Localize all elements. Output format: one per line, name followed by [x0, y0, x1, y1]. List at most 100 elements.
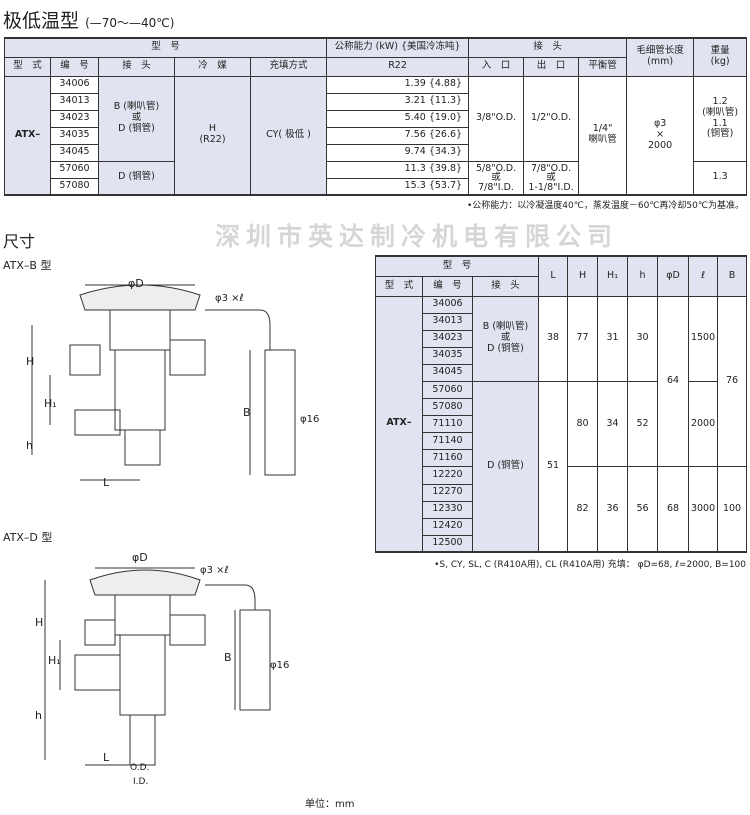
- table-cell: 34023: [50, 109, 99, 128]
- table-cell: 冷 媒: [174, 56, 251, 77]
- table-cell: ℓ: [688, 255, 719, 297]
- od-label: O.D.: [130, 763, 150, 773]
- table-cell: 34045: [422, 363, 473, 382]
- table-cell: B: [717, 255, 748, 297]
- table-cell: 充填方式: [249, 56, 328, 77]
- b-dim-label-d: B: [224, 651, 232, 664]
- page-title: 极低温型 (—70～—40℃): [3, 6, 174, 33]
- table-cell: 12270: [422, 483, 473, 502]
- table-cell: D (铜管): [98, 160, 175, 196]
- table-cell: 71110: [422, 415, 473, 434]
- table-cell: 56: [627, 466, 659, 553]
- table-cell: 12220: [422, 466, 473, 485]
- table-cell: 34013: [422, 312, 473, 331]
- fill-note: •S, CY, SL, C (R410A用), CL (R410A用) 充填： …: [434, 560, 746, 570]
- id-label: I.D.: [133, 777, 149, 787]
- capillary-label-d: φ3 ×ℓ: [200, 565, 229, 576]
- phi-d-label-d: φD: [132, 551, 148, 564]
- atx-b-label: ATX–B 型: [3, 259, 52, 272]
- table-cell: 34023: [422, 329, 473, 348]
- h1-dim-label: H₁: [44, 397, 57, 410]
- table-cell: φ3×2000: [626, 75, 695, 196]
- table-cell: 57060: [422, 380, 473, 400]
- table-cell: 57060: [50, 160, 99, 179]
- table-cell: 51: [538, 380, 569, 553]
- cell-text: B (喇叭管): [113, 101, 160, 113]
- atx-d-label: ATX–D 型: [3, 531, 53, 544]
- capillary-label: φ3 ×ℓ: [215, 293, 244, 304]
- table-cell: 80: [567, 380, 599, 468]
- table-cell: H₁: [597, 255, 629, 297]
- table-cell: 71140: [422, 432, 473, 451]
- cell-text: 2000: [648, 139, 673, 151]
- table-cell: 30: [627, 295, 659, 382]
- cell-text: H: [208, 123, 217, 135]
- table-cell: 77: [567, 295, 599, 382]
- b-dim-label: B: [243, 406, 251, 419]
- table-cell: 34: [597, 380, 629, 468]
- table-cell: ATX–: [4, 75, 51, 196]
- table-cell: 9.74 {34.3}: [326, 143, 470, 162]
- table-cell: 34035: [422, 346, 473, 365]
- table-cell: 64: [657, 295, 690, 468]
- table-cell: 型 号: [3, 37, 328, 58]
- cell-text: (kg): [710, 56, 730, 68]
- cell-text: ×: [656, 128, 665, 140]
- h-dim-label: H: [26, 355, 35, 368]
- cell-text: (喇叭管): [702, 106, 739, 118]
- table-cell: 接 头: [471, 275, 540, 297]
- table-cell: 34006: [422, 295, 473, 314]
- capacity-note: •公称能力：以冷凝温度40℃，蒸发温度－60℃再冷却50℃为基准。: [467, 201, 744, 211]
- table-cell: 编 号: [422, 275, 473, 297]
- low-temp-spec-table: 型 号公称能力 (kW) {美国冷冻吨}接 头毛细管长度(mm)重量(kg) 型…: [3, 37, 748, 196]
- cell-text: 重量: [710, 45, 730, 57]
- table-cell: 82: [567, 466, 599, 553]
- phi16-label-d: φ16: [270, 660, 290, 671]
- table-cell: 100: [717, 466, 748, 553]
- cell-text: 极低温型: [3, 10, 80, 32]
- cell-text: 或: [546, 172, 556, 183]
- table-cell: 34013: [50, 92, 99, 111]
- table-cell: H(R22): [174, 75, 251, 196]
- small-h-label-d: h: [35, 709, 42, 722]
- table-cell: 公称能力 (kW) {美国冷冻吨}: [326, 37, 470, 58]
- table-cell: 重量(kg): [693, 37, 748, 77]
- table-cell: R22: [326, 56, 470, 77]
- table-cell: 76: [717, 295, 748, 468]
- cell-text: 7/8"I.D.: [478, 181, 514, 193]
- table-cell: 34006: [50, 75, 99, 94]
- table-cell: 34045: [50, 143, 99, 162]
- table-cell: 5.40 {19.0}: [326, 109, 470, 128]
- table-cell: 接 头: [98, 56, 175, 77]
- table-cell: 52: [627, 380, 659, 468]
- cell-text: D (铜管): [487, 343, 524, 355]
- table-cell: 入 口: [468, 56, 525, 77]
- table-cell: ATX–: [375, 295, 423, 553]
- phi-d-label: φD: [128, 277, 144, 290]
- watermark: 深圳市英达制冷机电有限公司: [215, 222, 619, 251]
- unit-label: 单位：mm: [305, 799, 355, 810]
- cell-text: (R22): [199, 134, 226, 146]
- cell-text: 1/4": [592, 123, 613, 135]
- table-cell: 1/4"喇叭管: [578, 75, 628, 196]
- cell-text: 或: [491, 172, 501, 183]
- table-cell: 2000: [688, 380, 719, 468]
- cell-text: 或: [500, 332, 511, 344]
- table-cell: 57080: [422, 398, 473, 417]
- table-cell: 3.21 {11.3}: [326, 92, 470, 111]
- table-cell: 71160: [422, 449, 473, 468]
- cell-text: (—70～—40℃): [85, 16, 175, 30]
- table-cell: 12330: [422, 500, 473, 519]
- cell-text: 7/8"O.D.: [531, 162, 572, 174]
- atx-d-drawing: [44, 567, 271, 766]
- table-cell: 1.2(喇叭管)1.1(铜管): [693, 75, 748, 162]
- table-cell: φD: [657, 255, 690, 297]
- table-cell: h: [627, 255, 659, 297]
- cell-text: 1.2: [712, 95, 728, 107]
- cell-text: D (铜管): [118, 122, 155, 134]
- cell-text: 1.1: [712, 117, 728, 129]
- cell-text: (mm): [647, 56, 674, 68]
- small-h-label: h: [26, 439, 33, 452]
